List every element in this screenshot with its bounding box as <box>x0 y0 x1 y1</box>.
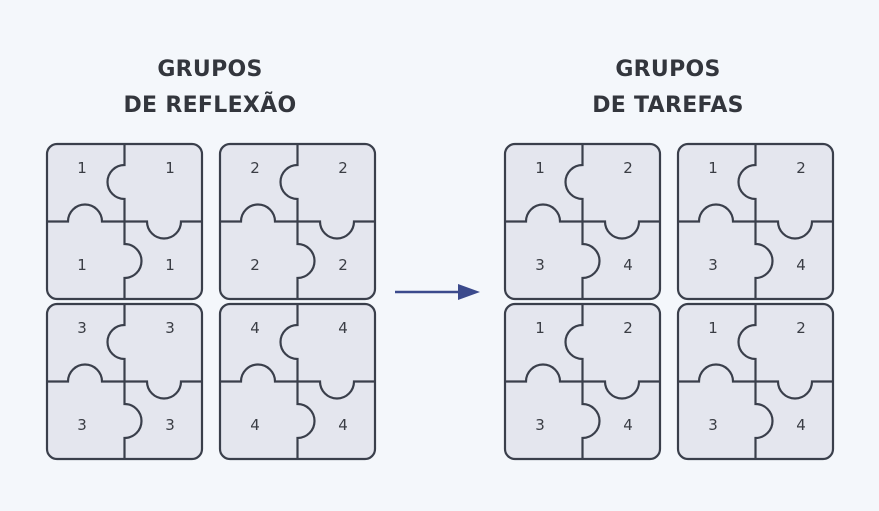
piece-number-bottom-right: 1 <box>165 256 175 274</box>
arrow-head <box>458 284 480 300</box>
piece-number-top-right: 3 <box>165 319 175 337</box>
piece-number-top-left: 1 <box>708 319 718 337</box>
cut-line-horizontal-left <box>220 203 298 223</box>
cut-line-vertical-bottom <box>123 221 143 299</box>
cut-line-horizontal-right <box>582 220 660 240</box>
task-groups-puzzles: 1 2 3 4 1 2 3 4 1 2 3 4 1 2 3 4 <box>503 142 835 461</box>
cut-line-horizontal-left <box>678 363 756 383</box>
piece-number-bottom-left: 3 <box>535 256 545 274</box>
cut-line-horizontal-left <box>47 363 125 383</box>
piece-number-bottom-right: 4 <box>796 416 806 434</box>
piece-number-bottom-left: 4 <box>250 416 260 434</box>
piece-number-top-right: 2 <box>338 159 348 177</box>
task-groups-title-line1: GRUPOS <box>615 57 721 82</box>
piece-number-top-right: 1 <box>165 159 175 177</box>
cut-line-horizontal-left <box>505 363 583 383</box>
piece-number-bottom-right: 3 <box>165 416 175 434</box>
piece-number-top-left: 1 <box>535 159 545 177</box>
task-group-puzzle-4: 1 2 3 4 <box>676 302 835 461</box>
piece-number-bottom-left: 3 <box>77 416 87 434</box>
cut-line-horizontal-left <box>47 203 125 223</box>
cut-line-vertical-top <box>279 304 299 382</box>
cut-line-vertical-bottom <box>296 381 316 459</box>
task-groups-heading: GRUPOS DE TAREFAS <box>518 52 818 124</box>
piece-number-top-right: 2 <box>796 159 806 177</box>
cut-line-horizontal-right <box>755 380 833 400</box>
piece-number-top-left: 4 <box>250 319 260 337</box>
cut-line-horizontal-right <box>582 380 660 400</box>
cut-line-vertical-top <box>564 144 584 222</box>
cut-line-horizontal-right <box>297 380 375 400</box>
task-group-puzzle-3: 1 2 3 4 <box>503 302 662 461</box>
piece-number-top-left: 1 <box>535 319 545 337</box>
cut-line-vertical-bottom <box>581 381 601 459</box>
piece-number-bottom-left: 3 <box>708 416 718 434</box>
piece-number-bottom-left: 3 <box>535 416 545 434</box>
reflection-group-puzzle-2: 2 2 2 2 <box>218 142 377 301</box>
cut-line-horizontal-right <box>124 380 202 400</box>
reflection-groups-title-line1: GRUPOS <box>157 57 263 82</box>
piece-number-top-left: 1 <box>708 159 718 177</box>
cut-line-horizontal-left <box>678 203 756 223</box>
piece-number-top-left: 2 <box>250 159 260 177</box>
cut-line-vertical-bottom <box>581 221 601 299</box>
cut-line-horizontal-left <box>220 363 298 383</box>
cut-line-vertical-bottom <box>296 221 316 299</box>
task-group-puzzle-1: 1 2 3 4 <box>503 142 662 301</box>
reflection-group-puzzle-1: 1 1 1 1 <box>45 142 204 301</box>
reflection-group-puzzle-4: 4 4 4 4 <box>218 302 377 461</box>
cut-line-vertical-top <box>737 304 757 382</box>
reflection-groups-puzzles: 1 1 1 1 2 2 2 2 3 3 3 3 4 4 4 4 <box>45 142 377 461</box>
piece-number-bottom-left: 1 <box>77 256 87 274</box>
piece-number-bottom-right: 2 <box>338 256 348 274</box>
cut-line-vertical-top <box>106 304 126 382</box>
reflection-groups-heading: GRUPOS DE REFLEXÃO <box>60 52 360 124</box>
cut-line-horizontal-right <box>297 220 375 240</box>
piece-number-top-right: 2 <box>623 319 633 337</box>
piece-number-bottom-left: 2 <box>250 256 260 274</box>
cut-line-vertical-bottom <box>754 221 774 299</box>
cut-line-horizontal-right <box>755 220 833 240</box>
cut-line-horizontal-left <box>505 203 583 223</box>
piece-number-bottom-right: 4 <box>623 416 633 434</box>
piece-number-top-left: 1 <box>77 159 87 177</box>
cut-line-vertical-top <box>564 304 584 382</box>
piece-number-bottom-left: 3 <box>708 256 718 274</box>
cut-line-vertical-top <box>737 144 757 222</box>
transition-arrow <box>395 284 480 300</box>
cut-line-vertical-bottom <box>754 381 774 459</box>
piece-number-top-left: 3 <box>77 319 87 337</box>
cut-line-horizontal-right <box>124 220 202 240</box>
reflection-group-puzzle-3: 3 3 3 3 <box>45 302 204 461</box>
piece-number-top-right: 4 <box>338 319 348 337</box>
task-group-puzzle-2: 1 2 3 4 <box>676 142 835 301</box>
task-groups-title-line2: DE TAREFAS <box>592 93 744 118</box>
piece-number-bottom-right: 4 <box>796 256 806 274</box>
reflection-groups-title-line2: DE REFLEXÃO <box>123 93 297 118</box>
cut-line-vertical-top <box>106 144 126 222</box>
piece-number-bottom-right: 4 <box>623 256 633 274</box>
piece-number-bottom-right: 4 <box>338 416 348 434</box>
piece-number-top-right: 2 <box>796 319 806 337</box>
piece-number-top-right: 2 <box>623 159 633 177</box>
cut-line-vertical-bottom <box>123 381 143 459</box>
cut-line-vertical-top <box>279 144 299 222</box>
